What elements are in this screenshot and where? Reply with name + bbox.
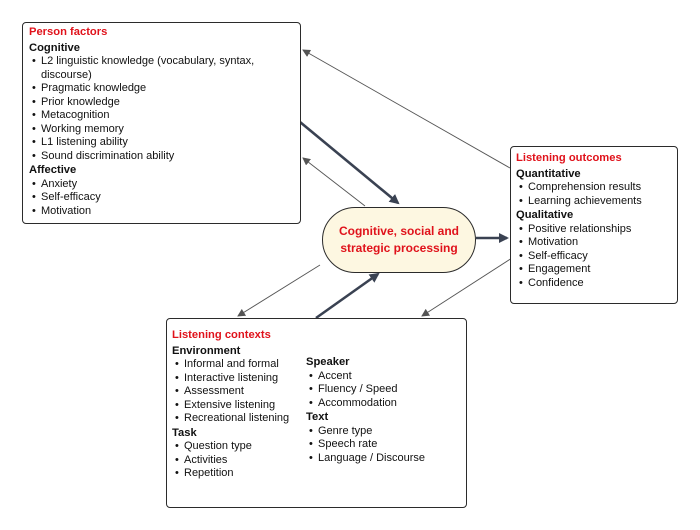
affective-heading: Affective xyxy=(29,164,77,176)
list-item: Accent xyxy=(306,370,456,384)
speaker-heading: Speaker xyxy=(306,356,350,368)
list-item: Question type xyxy=(172,440,310,454)
list-item: Interactive listening xyxy=(172,372,310,386)
qualitative-list: Positive relationships Motivation Self-e… xyxy=(516,223,672,291)
list-item: Learning achievements xyxy=(516,195,672,209)
speaker-list: Accent Fluency / Speed Accommodation xyxy=(306,370,456,411)
listening-outcomes-box: Listening outcomes Quantitative Comprehe… xyxy=(510,146,678,304)
quantitative-heading: Quantitative xyxy=(516,167,581,180)
list-item: Language / Discourse xyxy=(306,452,456,466)
list-item: L2 linguistic knowledge (vocabulary, syn… xyxy=(29,55,294,82)
listening-contexts-title: Listening contexts xyxy=(172,329,271,341)
list-item: Motivation xyxy=(516,236,672,250)
cognitive-heading: Cognitive xyxy=(29,41,80,54)
list-item: Working memory xyxy=(29,123,294,137)
list-item: Prior knowledge xyxy=(29,96,294,110)
list-item: Genre type xyxy=(306,425,456,439)
quantitative-list: Comprehension results Learning achieveme… xyxy=(516,181,672,208)
task-list: Question type Activities Repetition xyxy=(172,440,310,481)
environment-list: Informal and formal Interactive listenin… xyxy=(172,358,310,426)
contexts-column-left: Listening contexts Environment Informal … xyxy=(172,329,310,481)
text-list: Genre type Speech rate Language / Discou… xyxy=(306,425,456,466)
list-item: Assessment xyxy=(172,385,310,399)
list-item: Anxiety xyxy=(29,178,294,192)
list-item: Repetition xyxy=(172,467,310,481)
affective-list: Anxiety Self-efficacy Motivation xyxy=(29,178,294,219)
list-item: Confidence xyxy=(516,277,672,291)
list-item: Activities xyxy=(172,454,310,468)
list-item: Self-efficacy xyxy=(516,250,672,264)
list-item: Positive relationships xyxy=(516,223,672,237)
arrow-person-to-center xyxy=(299,120,400,205)
list-item: Pragmatic knowledge xyxy=(29,82,294,96)
text-heading: Text xyxy=(306,411,329,423)
listening-contexts-box: Listening contexts Environment Informal … xyxy=(166,318,467,508)
list-item: Sound discrimination ability xyxy=(29,150,294,164)
environment-heading: Environment xyxy=(172,344,241,357)
center-processing-node: Cognitive, social and strategic processi… xyxy=(322,207,476,273)
qualitative-heading: Qualitative xyxy=(516,209,574,221)
person-factors-box: Person factors Cognitive L2 linguistic k… xyxy=(22,22,301,224)
list-item: L1 listening ability xyxy=(29,136,294,150)
cognitive-list: L2 linguistic knowledge (vocabulary, syn… xyxy=(29,55,294,163)
arrow-outcomes-to-person xyxy=(302,49,511,169)
list-item: Metacognition xyxy=(29,109,294,123)
contexts-column-right: Speaker Accent Fluency / Speed Accommoda… xyxy=(306,355,456,465)
task-heading: Task xyxy=(172,426,197,439)
arrow-contexts-to-center xyxy=(315,272,380,320)
listening-outcomes-title: Listening outcomes xyxy=(516,152,622,164)
list-item: Accommodation xyxy=(306,397,456,411)
list-item: Self-efficacy xyxy=(29,191,294,205)
center-label: Cognitive, social and strategic processi… xyxy=(338,224,460,255)
list-item: Comprehension results xyxy=(516,181,672,195)
list-item: Fluency / Speed xyxy=(306,383,456,397)
person-factors-title: Person factors xyxy=(29,26,108,38)
list-item: Engagement xyxy=(516,263,672,277)
list-item: Informal and formal xyxy=(172,358,310,372)
list-item: Speech rate xyxy=(306,438,456,452)
list-item: Extensive listening xyxy=(172,399,310,413)
arrow-outcomes-to-contexts xyxy=(421,257,513,317)
list-item: Motivation xyxy=(29,205,294,219)
arrow-center-to-person xyxy=(302,157,366,207)
arrow-person-to-contexts xyxy=(237,264,321,317)
list-item: Recreational listening xyxy=(172,412,310,426)
